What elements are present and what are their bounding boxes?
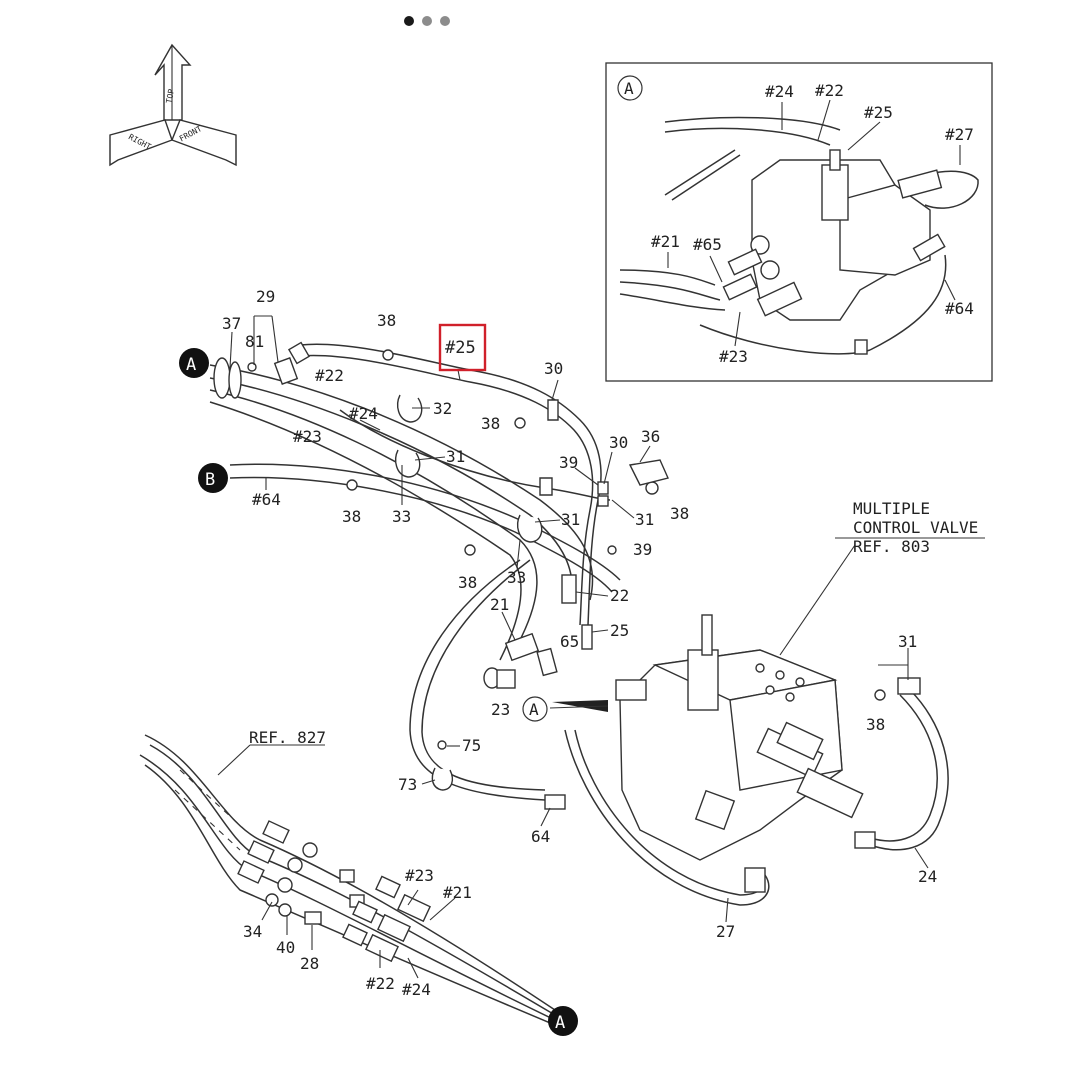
label-29: 29	[256, 287, 275, 306]
marker-a-bottom: A	[555, 1013, 565, 1033]
label-39-b: 39	[633, 540, 652, 559]
control-valve-body	[615, 614, 864, 861]
hose-bundle-top	[209, 343, 949, 906]
inset-label-24: #24	[765, 82, 794, 101]
label-64: 64	[531, 827, 550, 846]
label-33-a: 33	[392, 507, 411, 526]
label-38-b: 38	[481, 414, 500, 433]
inset-label-27: #27	[945, 125, 974, 144]
inset-label-65: #65	[693, 235, 722, 254]
label-21: 21	[490, 595, 509, 614]
label-40: 40	[276, 938, 295, 957]
label-33-b: 33	[507, 568, 526, 587]
label-73: 73	[398, 775, 417, 794]
marker-b: B	[205, 470, 215, 490]
label-hash-24-bottom: #24	[402, 980, 431, 999]
label-38-e: 38	[458, 573, 477, 592]
carousel-dot-3[interactable]	[440, 16, 450, 26]
label-28: 28	[300, 954, 319, 973]
leader-lines	[229, 315, 985, 979]
label-31-c: 31	[561, 510, 580, 529]
orientation-compass: TOP RIGHT FRONT	[109, 43, 237, 167]
fittings	[213, 341, 921, 893]
label-38-a: 38	[377, 311, 396, 330]
label-31-a: 31	[446, 447, 465, 466]
label-24: 24	[918, 867, 937, 886]
label-hash-25-highlighted[interactable]: #25	[445, 338, 476, 358]
label-25: 25	[610, 621, 629, 640]
label-37: 37	[222, 314, 241, 333]
carousel-dots[interactable]	[404, 16, 450, 26]
inset-label-21: #21	[651, 232, 680, 251]
inset-label-64: #64	[945, 299, 974, 318]
label-30-b: 30	[609, 433, 628, 452]
label-hash-64: #64	[252, 490, 281, 509]
label-38-d: 38	[670, 504, 689, 523]
valve-title-line-2: CONTROL VALVE	[853, 518, 978, 537]
inset-detail-a: A #24 #22 #	[605, 62, 993, 382]
label-23: 23	[491, 700, 510, 719]
label-81: 81	[245, 332, 264, 351]
label-27: 27	[716, 922, 735, 941]
label-39-a: 39	[559, 453, 578, 472]
compass-top-label: TOP	[165, 88, 176, 104]
carousel-dot-2[interactable]	[422, 16, 432, 26]
label-hash-24: #24	[349, 404, 378, 423]
ref-827-label: REF. 827	[249, 728, 326, 747]
part-labels: 29 37 81 #22 38 #25 30 32 #24 #23 38 31 …	[222, 287, 978, 999]
label-31-d: 31	[898, 632, 917, 651]
label-34: 34	[243, 922, 262, 941]
label-hash-21-bottom: #21	[443, 883, 472, 902]
label-65: 65	[560, 632, 579, 651]
label-hash-22: #22	[315, 366, 344, 385]
valve-title-line-1: MULTIPLE	[853, 499, 930, 518]
label-75: 75	[462, 736, 481, 755]
label-hash-23-bottom: #23	[405, 866, 434, 885]
marker-a-top: A	[186, 355, 196, 375]
inset-label-25: #25	[864, 103, 893, 122]
label-38-c: 38	[342, 507, 361, 526]
carousel-dot-1[interactable]	[404, 16, 414, 26]
marker-a-valve: A	[529, 700, 539, 719]
inset-marker: A	[624, 79, 634, 98]
label-hash-23: #23	[293, 427, 322, 446]
label-31-b: 31	[635, 510, 654, 529]
label-hash-22-bottom: #22	[366, 974, 395, 993]
callout-markers: A B A A	[179, 348, 578, 1036]
label-32: 32	[433, 399, 452, 418]
highlight-box-25[interactable]	[438, 323, 487, 372]
label-22: 22	[610, 586, 629, 605]
valve-title-line-3: REF. 803	[853, 537, 930, 556]
inset-label-22: #22	[815, 81, 844, 100]
label-38-f: 38	[866, 715, 885, 734]
label-30-a: 30	[544, 359, 563, 378]
inset-label-23: #23	[719, 347, 748, 366]
hose-bundle-bottom	[139, 734, 556, 1026]
label-36: 36	[641, 427, 660, 446]
